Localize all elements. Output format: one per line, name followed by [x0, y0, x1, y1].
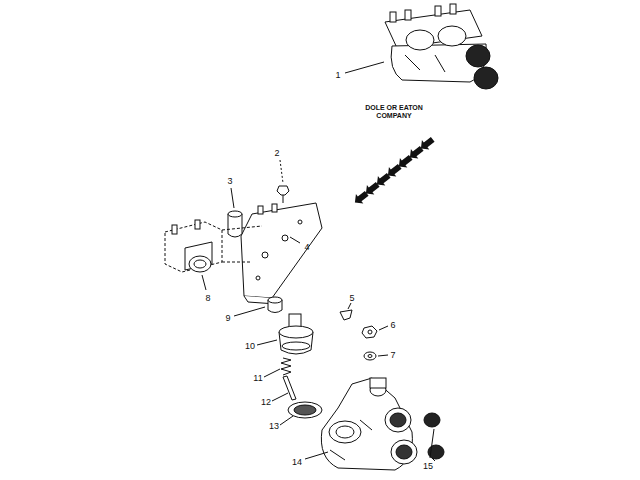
callout-number: 8 [205, 294, 210, 303]
callout-number: 10 [245, 342, 255, 351]
callout-number: 5 [349, 294, 354, 303]
callout-number: 1 [335, 71, 340, 80]
callout-number: 2 [274, 149, 279, 158]
callout-number: 9 [225, 314, 230, 323]
callout-number: 12 [261, 398, 271, 407]
manufacturer-note: DOLE OR EATON COMPANY [362, 104, 426, 120]
callout-number: 4 [304, 243, 309, 252]
callout-number: 6 [390, 321, 395, 330]
callout-number: 14 [292, 458, 302, 467]
callout-number: 11 [253, 374, 262, 383]
callout-number: 7 [390, 351, 395, 360]
callout-number: 13 [269, 422, 279, 431]
callout-number: 3 [227, 177, 232, 186]
callout-number: 15 [423, 462, 433, 471]
